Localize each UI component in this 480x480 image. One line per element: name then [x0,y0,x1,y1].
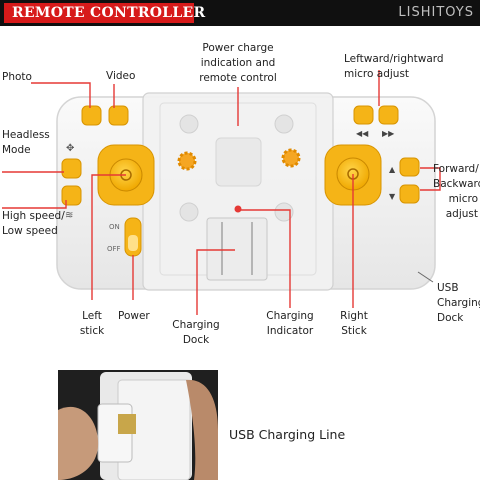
power-switch-knob[interactable] [128,235,138,251]
photo-hand [58,406,99,480]
speed-icon: ≋ [65,210,73,221]
label-speed: High speed/ Low speed [2,209,65,239]
micro-adjust-left-button[interactable] [353,105,374,125]
label-photo: Photo [2,71,32,83]
cradle-peg [179,202,199,222]
label-power-charge: Power charge indication and remote contr… [196,41,280,86]
cradle-center-pad [215,137,262,187]
callout-charging-indicator [240,209,291,308]
micro-adjust-right-button[interactable] [378,105,399,125]
label-line: Headless [2,129,50,141]
label-power: Power [118,310,150,322]
label-line: stick [79,325,105,337]
callout-speed [2,200,67,209]
cradle-peg [274,202,294,222]
brand-watermark: LISHITOYS [398,5,474,20]
label-line: Leftward/rightward [344,53,444,65]
charging-indicator-led [234,205,242,213]
label-video: Video [106,70,136,82]
label-line: Indicator [266,325,314,337]
forward-icon: ▶▶ [382,129,395,138]
headless-mode-icon: ✥ [66,143,74,154]
rewind-icon: ◀◀ [356,129,369,138]
usb-photo-art [58,370,218,480]
label-line: Charging [172,319,220,331]
callout-photo [31,82,91,108]
label-line: Charging [437,297,480,309]
callout-lines [2,70,441,315]
label-line: Left [82,310,102,322]
power-switch-on-label: ON [109,223,120,231]
callout-usb-dock [417,271,434,283]
label-line: adjust [445,208,478,220]
callout-forward [420,167,441,191]
label-line: indication and [200,57,276,69]
photo-thumb [186,379,218,480]
photo-button[interactable] [81,105,102,126]
label-line: remote control [199,72,277,84]
header-title: REMOTE CONTROLLER [12,5,206,21]
photo-usb-connector [118,414,136,434]
label-line: Stick [341,325,367,337]
speed-button[interactable] [61,185,82,206]
label-line: Forward/ [433,163,479,175]
left-gear-icon [177,151,197,171]
label-line: USB [437,282,459,294]
header-title-block [4,3,194,23]
video-button[interactable] [108,105,129,126]
charging-dock-slot [206,217,268,281]
label-line: Dock [437,312,464,324]
label-line: Low speed [2,225,58,237]
up-arrow-icon: ▲ [389,165,396,174]
label-line: Dock [182,334,210,346]
label-usb-dock: USB Charging Dock [437,281,480,326]
cradle-peg [274,114,294,134]
headless-mode-button[interactable] [61,158,82,179]
label-left-stick: Left stick [74,309,110,339]
label-line: Backward [433,178,480,190]
label-line: High speed/ [2,210,65,222]
label-charging-indicator: Charging Indicator [262,309,318,339]
forward-adjust-button[interactable] [399,157,420,177]
backward-adjust-button[interactable] [399,184,420,204]
header-banner: REMOTE CONTROLLER LISHITOYS [0,0,480,26]
right-gear-icon [281,148,301,168]
label-micro-adjust: Leftward/rightward micro adjust [344,52,444,82]
label-line: micro adjust [344,68,410,80]
label-line: micro [448,193,478,205]
label-line: Right [340,310,368,322]
callout-charging-dock [196,249,235,315]
cradle-peg [179,114,199,134]
label-right-stick: Right Stick [334,309,374,339]
down-arrow-icon: ▼ [389,192,396,201]
label-charging-dock: Charging Dock [170,318,222,348]
callout-left-stick [91,174,126,300]
label-headless: Headless Mode [2,128,50,158]
label-line: Power charge [202,42,274,54]
label-forward: Forward/ Backward micro adjust [433,162,480,222]
power-switch-off-label: OFF [107,245,121,253]
label-line: Charging [266,310,314,322]
usb-photo [58,370,218,480]
usb-charging-line-label: USB Charging Line [229,427,346,442]
label-line: Mode [2,144,31,156]
